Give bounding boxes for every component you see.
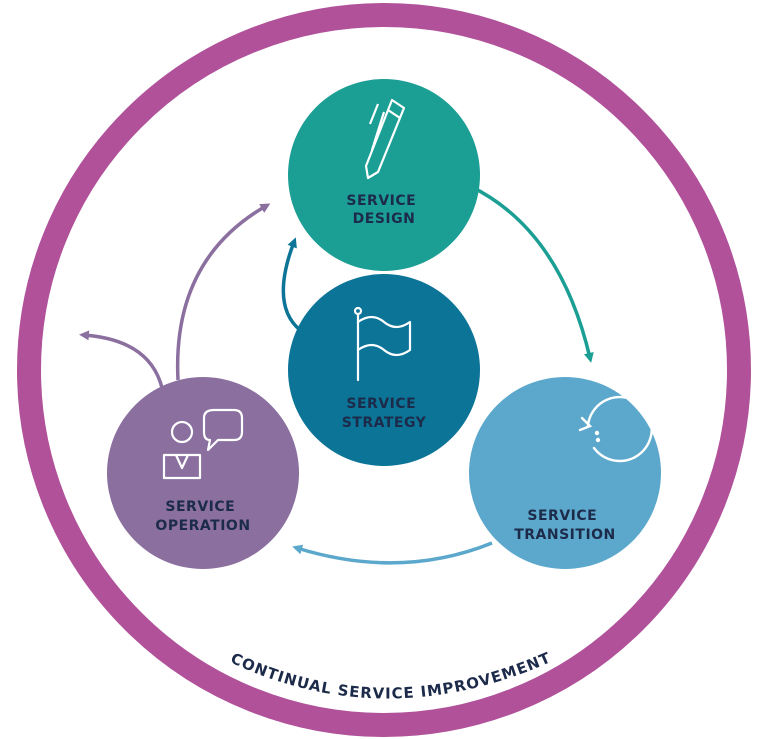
service-strategy-label-line2: STRATEGY xyxy=(342,415,427,431)
service-operation-circle xyxy=(107,377,299,569)
service-operation-label-line1: SERVICE xyxy=(165,499,235,515)
arrow-design-to-transition xyxy=(469,184,594,363)
node-service-strategy: SERVICE STRATEGY xyxy=(288,274,480,466)
arrow-operation-outward xyxy=(79,330,164,389)
person-speech-icon xyxy=(162,408,244,480)
arrow-transition-to-operation xyxy=(292,541,493,565)
svg-text:SERVICE OPERATION: SERVICE OPERATION xyxy=(155,499,250,534)
svg-text:SERVICE DESIGN: SERVICE DESIGN xyxy=(346,193,421,227)
service-operation-label-line2: OPERATION xyxy=(155,518,250,534)
node-service-operation: SERVICE OPERATION xyxy=(107,377,299,569)
continual-improvement-ring xyxy=(17,3,751,737)
pencil-icon xyxy=(364,98,406,180)
svg-text:SERVICE TRANSITION: SERVICE TRANSITION xyxy=(514,508,616,543)
arrow-strategy-to-design xyxy=(281,237,302,332)
service-strategy-circle xyxy=(288,274,480,466)
service-transition-label-line1: SERVICE xyxy=(527,508,597,524)
service-strategy-label-line1: SERVICE xyxy=(346,396,416,412)
service-transition-label-line2: TRANSITION xyxy=(514,527,616,543)
node-service-design: SERVICE DESIGN xyxy=(288,79,480,271)
refresh-cycle-icon xyxy=(578,395,653,463)
service-transition-circle xyxy=(469,377,661,569)
service-design-label-line1: SERVICE xyxy=(346,193,416,209)
service-design-label-line2: DESIGN xyxy=(353,211,416,227)
service-design-circle xyxy=(288,79,480,271)
flag-icon xyxy=(353,306,412,382)
arrow-operation-to-design xyxy=(175,203,271,381)
svg-text:SERVICE STRATEGY: SERVICE STRATEGY xyxy=(342,396,427,431)
node-service-transition: SERVICE TRANSITION xyxy=(469,377,661,569)
